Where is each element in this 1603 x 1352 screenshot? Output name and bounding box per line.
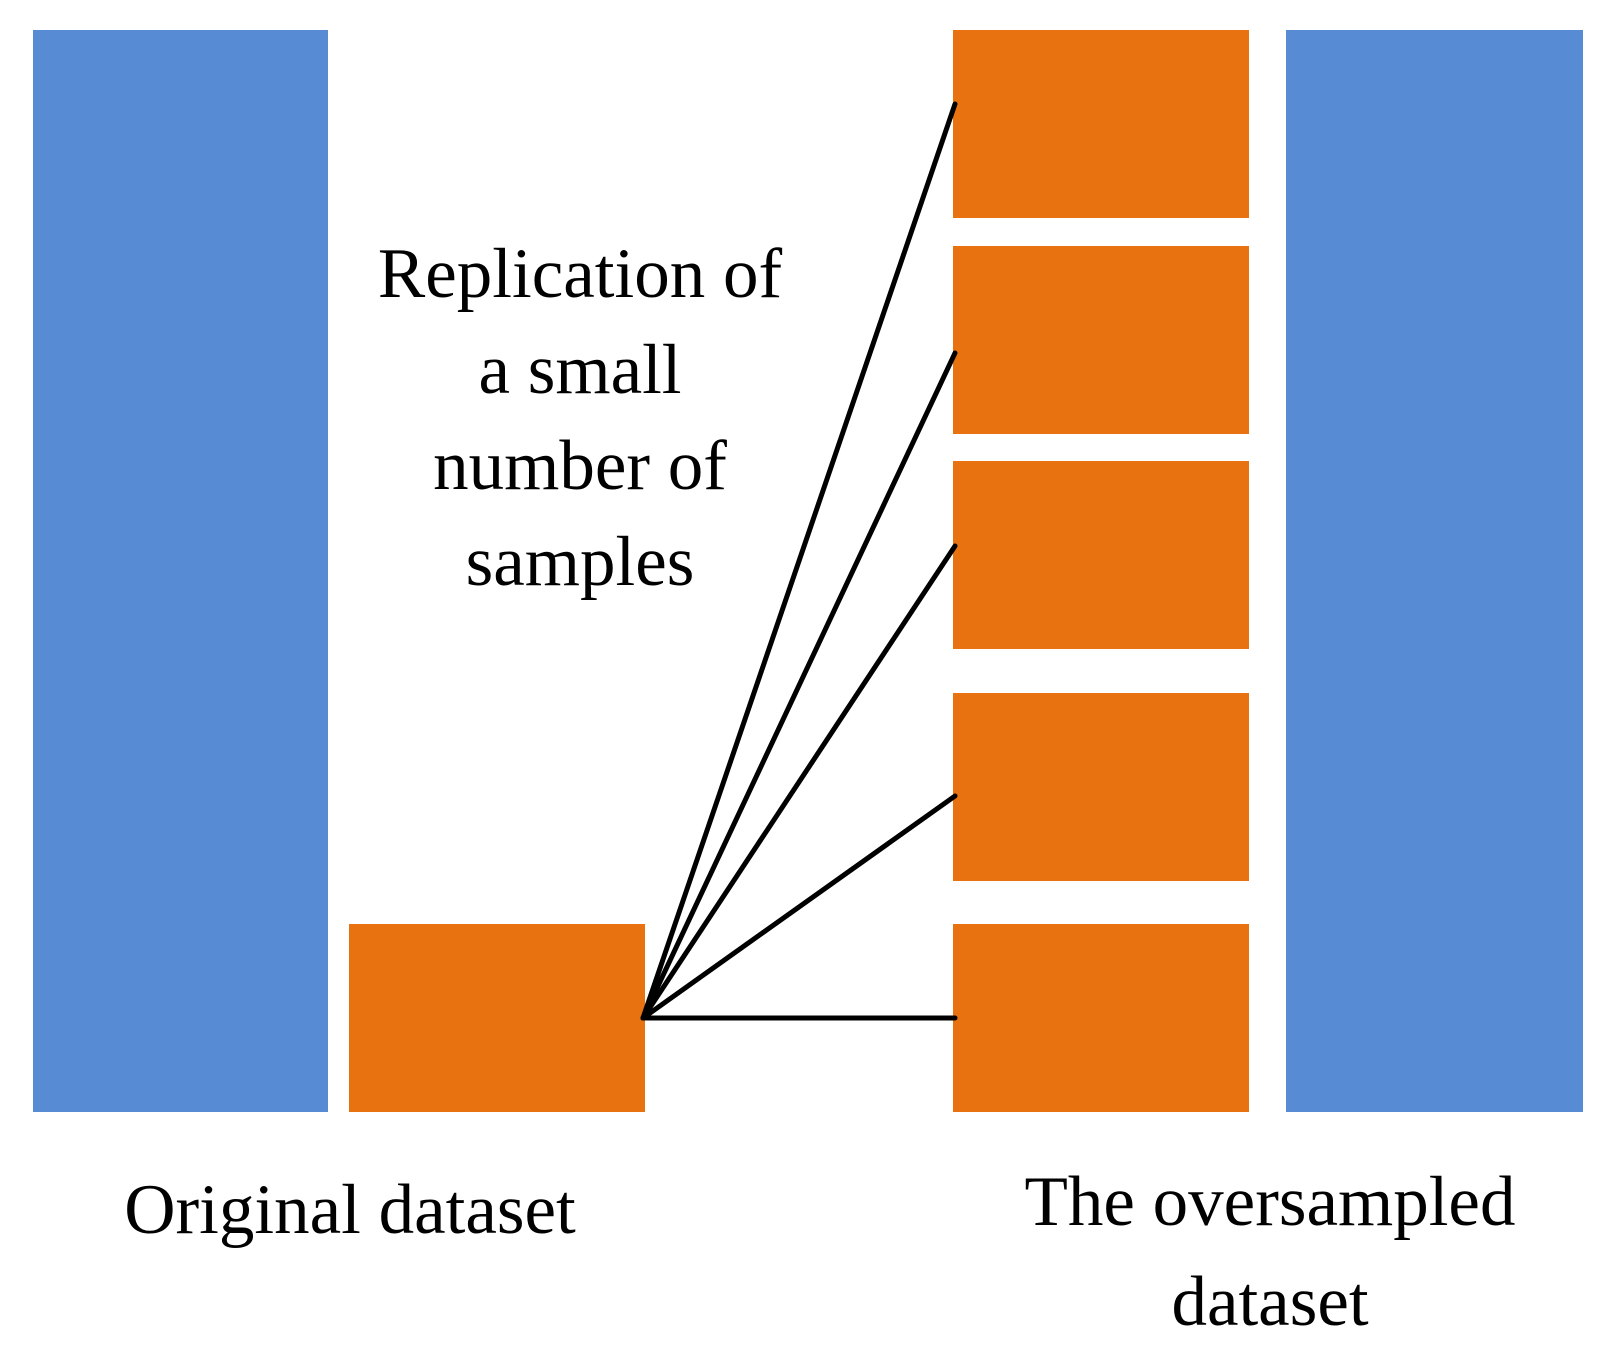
connector-line xyxy=(640,793,958,1021)
original-majority-block xyxy=(33,30,328,1112)
replicated-sample-block xyxy=(953,461,1249,649)
replication-label: Replication of a small number of samples xyxy=(377,235,783,601)
connector-line xyxy=(640,543,958,1021)
original-dataset-label: Original dataset xyxy=(124,1171,576,1249)
replicated-sample-block xyxy=(953,246,1249,434)
original-minority-block xyxy=(349,924,645,1112)
replicated-sample-block xyxy=(953,924,1249,1112)
replicated-sample-block xyxy=(953,693,1249,881)
replicated-sample-block xyxy=(953,30,1249,218)
oversampled-majority-block xyxy=(1286,30,1583,1112)
oversampled-dataset-label: The oversampled dataset xyxy=(1024,1163,1516,1341)
